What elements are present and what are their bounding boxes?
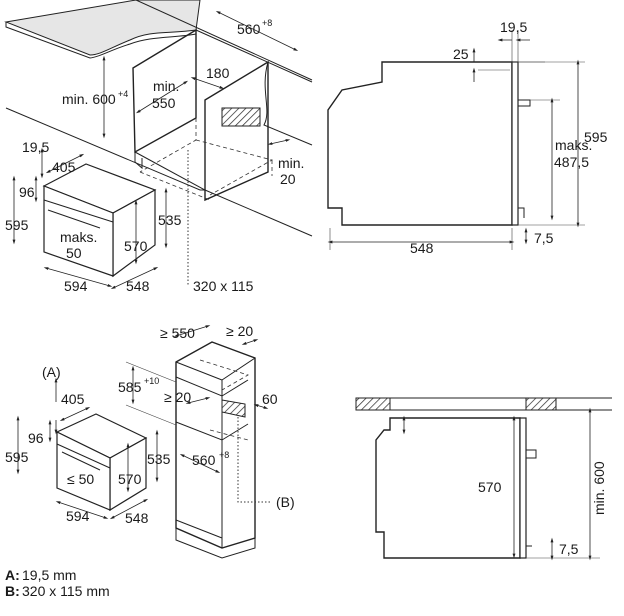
dim-560-tolerance: +8 [262,18,272,28]
dim-min600: min. 600 [62,91,116,107]
dim-min550-value: 550 [152,95,176,111]
cab-dim-595: 595 [5,449,29,465]
dim-180: 180 [206,65,230,81]
side-dim-7-5: 7,5 [534,230,554,246]
side2-dim-7-5: 7,5 [559,541,579,557]
cab-dim-ge20-mid: ≥ 20 [164,389,191,405]
dim-535: 535 [158,212,182,228]
label-b: (B) [276,494,295,510]
dim-405: 405 [52,159,76,175]
legend-b-key: B: [5,583,20,599]
cab-dim-535: 535 [147,451,171,467]
dim-min20-label: min. [278,155,304,171]
dim-min600-tolerance: +4 [118,89,128,99]
dim-maks-label: maks. [60,229,97,245]
opening-size: 320 x 115 [193,278,254,294]
dim-560: 560 [237,21,261,37]
cab-dim-594: 594 [66,508,90,524]
cab-dim-60: 60 [262,391,278,407]
cab-dim-405: 405 [61,391,85,407]
dim-min550-label: min. [153,78,179,94]
side-dim-19-5: 19,5 [500,19,527,35]
dim-maks-value: 50 [66,245,82,261]
countertop [4,0,201,56]
bottom-right-side-view: 570 min. 600 7,5 [355,397,612,561]
cab-dim-96: 96 [28,430,44,446]
dim-min20-value: 20 [280,171,296,187]
side2-dim-min600: min. 600 [591,461,607,515]
top-right-side-view: 19,5 25 595 maks. 487,5 548 7,5 [327,19,608,256]
cab-dim-585-tolerance: +10 [144,376,159,386]
dim-96: 96 [19,184,35,200]
dim-548: 548 [126,278,150,294]
legend-a-key: A: [5,567,20,583]
cab-dim-le50: ≤ 50 [67,471,94,487]
legend: A: 19,5 mm B: 320 x 115 mm [5,567,110,599]
side2-dim-570: 570 [478,479,502,495]
side-dim-25: 25 [453,46,469,62]
top-left-undercounter-view: 560 +8 180 min. 550 min. 600 +4 19,5 405… [4,0,313,294]
cab-dim-585: 585 [118,379,142,395]
dim-19-5: 19,5 [22,139,49,155]
cab-dim-560-tolerance: +8 [219,450,229,460]
label-a: (A) [42,364,61,380]
dim-595: 595 [5,217,29,233]
side-dim-548: 548 [410,240,434,256]
ventilation-opening [221,107,261,127]
cab-dim-570: 570 [118,471,142,487]
legend-a-value: 19,5 mm [22,567,76,583]
cab-dim-548: 548 [125,510,149,526]
side-dim-maks-value: 487,5 [554,154,589,170]
bottom-left-tall-cabinet-view: ≥ 550 ≥ 20 (A) 585 +10 405 ≥ 20 60 96 59… [5,323,295,559]
side-dim-maks-label: maks. [555,137,592,153]
cab-dim-ge20-top: ≥ 20 [226,323,253,339]
dim-594: 594 [64,278,88,294]
dim-570: 570 [124,238,148,254]
side-dim-595: 595 [584,129,608,145]
cab-dim-560: 560 [192,452,216,468]
legend-b-value: 320 x 115 mm [22,583,110,599]
cab-dim-ge550: ≥ 550 [160,325,195,341]
